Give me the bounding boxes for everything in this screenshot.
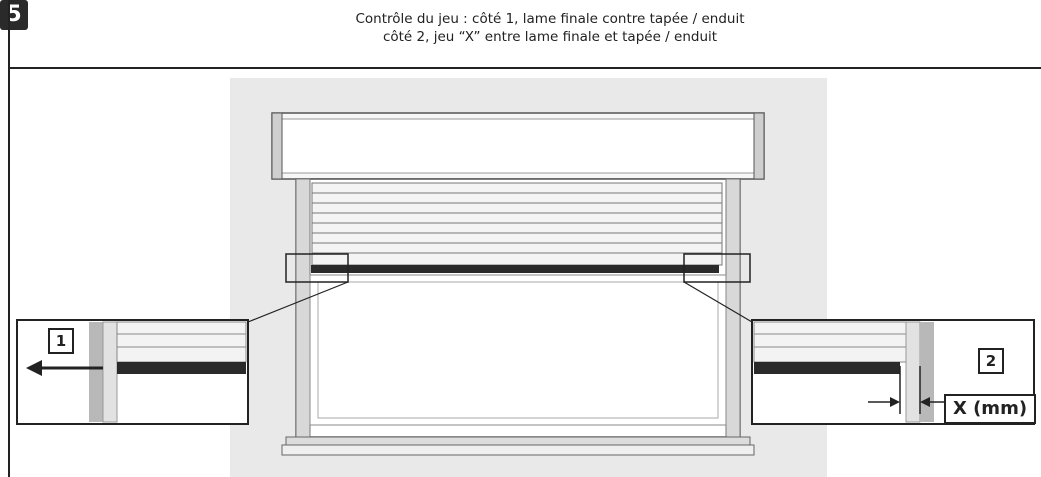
step-number-badge: 5: [0, 0, 28, 30]
instruction-line-2: côté 2, jeu “X” entre lame finale et tap…: [382, 29, 718, 45]
window-sill: [281, 436, 755, 456]
leader-line-left: [247, 281, 349, 323]
header-divider: [8, 67, 1041, 69]
roller-box: [271, 112, 765, 180]
instruction-title: Contrôle du jeu : côté 1, lame finale co…: [210, 10, 890, 46]
gap-x-label: X (mm): [944, 394, 1036, 424]
instruction-header: 5 Contrôle du jeu : côté 1, lame finale …: [0, 0, 1041, 68]
right-arrow-icon: [890, 397, 900, 407]
left-arrow-icon: [26, 360, 42, 376]
instruction-line-1: Contrôle du jeu : côté 1, lame finale co…: [355, 11, 745, 27]
final-slat: [311, 265, 719, 273]
left-border-line: [8, 0, 10, 477]
side-2-label: 2: [978, 348, 1004, 374]
side-1-label: 1: [48, 328, 74, 354]
leader-line-right: [683, 281, 753, 323]
zoom-marker-right: [683, 253, 751, 283]
zoom-marker-left: [285, 253, 349, 283]
left-arrow-icon: [920, 397, 930, 407]
shutter-slats: [311, 182, 723, 266]
